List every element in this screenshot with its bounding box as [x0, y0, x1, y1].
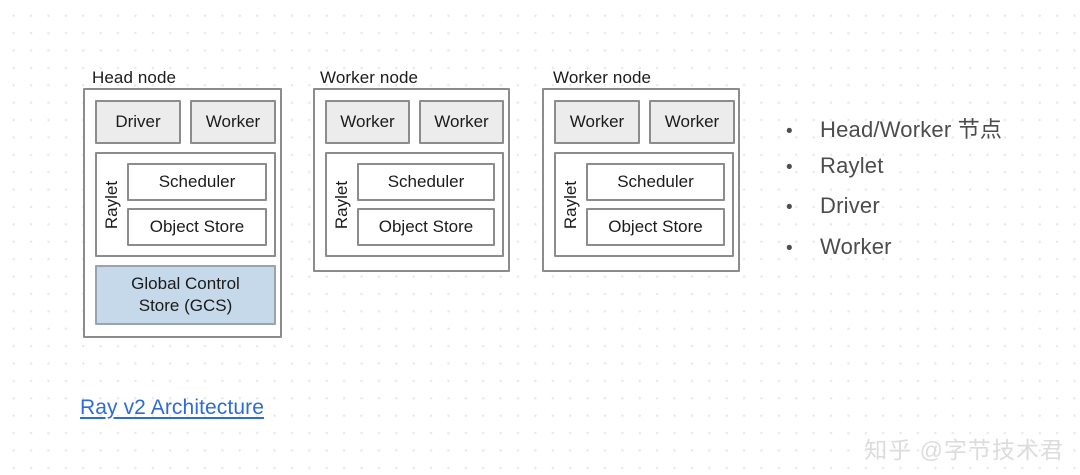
- raylet-component-object-store-worker-2[interactable]: Object Store: [586, 208, 725, 246]
- node-box-worker-1: Worker Worker Raylet Scheduler Object St…: [313, 88, 510, 272]
- list-item: • Driver: [786, 193, 1002, 234]
- raylet-label-text-head: Raylet: [102, 180, 121, 229]
- list-item: • Worker: [786, 234, 1002, 275]
- bullet-icon: •: [786, 156, 793, 178]
- raylet-inner-head: Scheduler Object Store: [127, 154, 274, 255]
- process-box-worker[interactable]: Worker: [190, 100, 276, 144]
- raylet-label-worker-1: Raylet: [327, 154, 357, 255]
- raylet-box-worker-2: Raylet Scheduler Object Store: [554, 152, 734, 257]
- node-title-head: Head node: [92, 68, 177, 87]
- raylet-component-scheduler-worker-2[interactable]: Scheduler: [586, 163, 725, 201]
- node-box-worker-2: Worker Worker Raylet Scheduler Object St…: [542, 88, 740, 272]
- raylet-label-text-worker-1: Raylet: [332, 180, 351, 229]
- bullet-label-raylet: Raylet: [820, 152, 884, 178]
- bullet-icon: •: [786, 237, 793, 259]
- bullet-label-worker: Worker: [820, 233, 892, 259]
- gcs-line-1: Global Control: [131, 273, 240, 293]
- raylet-label-worker-2: Raylet: [556, 154, 586, 255]
- process-box-worker-d[interactable]: Worker: [649, 100, 735, 144]
- raylet-component-scheduler[interactable]: Scheduler: [127, 163, 267, 201]
- raylet-component-object-store-worker-1[interactable]: Object Store: [357, 208, 495, 246]
- process-row-worker-2: Worker Worker: [554, 100, 735, 144]
- raylet-box-head: Raylet Scheduler Object Store: [95, 152, 276, 257]
- raylet-label-text-worker-2: Raylet: [561, 180, 580, 229]
- concept-bullet-list: • Head/Worker 节点 • Raylet • Driver • Wor…: [786, 112, 1002, 274]
- list-item: • Head/Worker 节点: [786, 112, 1002, 153]
- node-box-head: Driver Worker Raylet Scheduler Object St…: [83, 88, 282, 338]
- bullet-icon: •: [786, 197, 793, 218]
- ray-architecture-link[interactable]: Ray v2 Architecture: [80, 396, 264, 419]
- process-box-worker-b[interactable]: Worker: [419, 100, 504, 144]
- raylet-component-scheduler-worker-1[interactable]: Scheduler: [357, 163, 495, 201]
- bullet-label-head-worker-node: Head/Worker 节点: [820, 117, 1003, 142]
- node-title-worker-2: Worker node: [553, 68, 652, 87]
- watermark-text: 知乎 @字节技术君: [864, 437, 1064, 463]
- process-row-head: Driver Worker: [95, 100, 276, 144]
- process-row-worker-1: Worker Worker: [325, 100, 504, 144]
- bullet-label-driver: Driver: [820, 193, 880, 218]
- global-control-store-box[interactable]: Global Control Store (GCS): [95, 265, 276, 325]
- process-box-worker-c[interactable]: Worker: [554, 100, 640, 144]
- raylet-inner-worker-2: Scheduler Object Store: [586, 154, 732, 255]
- raylet-component-object-store[interactable]: Object Store: [127, 208, 267, 246]
- raylet-inner-worker-1: Scheduler Object Store: [357, 154, 502, 255]
- process-box-worker-a[interactable]: Worker: [325, 100, 410, 144]
- raylet-label-head: Raylet: [97, 154, 127, 255]
- node-title-worker-1: Worker node: [320, 68, 419, 87]
- gcs-line-2: Store (GCS): [138, 296, 233, 315]
- list-item: • Raylet: [786, 153, 1002, 194]
- process-box-driver[interactable]: Driver: [95, 100, 181, 144]
- bullet-icon: •: [786, 121, 793, 142]
- raylet-box-worker-1: Raylet Scheduler Object Store: [325, 152, 504, 257]
